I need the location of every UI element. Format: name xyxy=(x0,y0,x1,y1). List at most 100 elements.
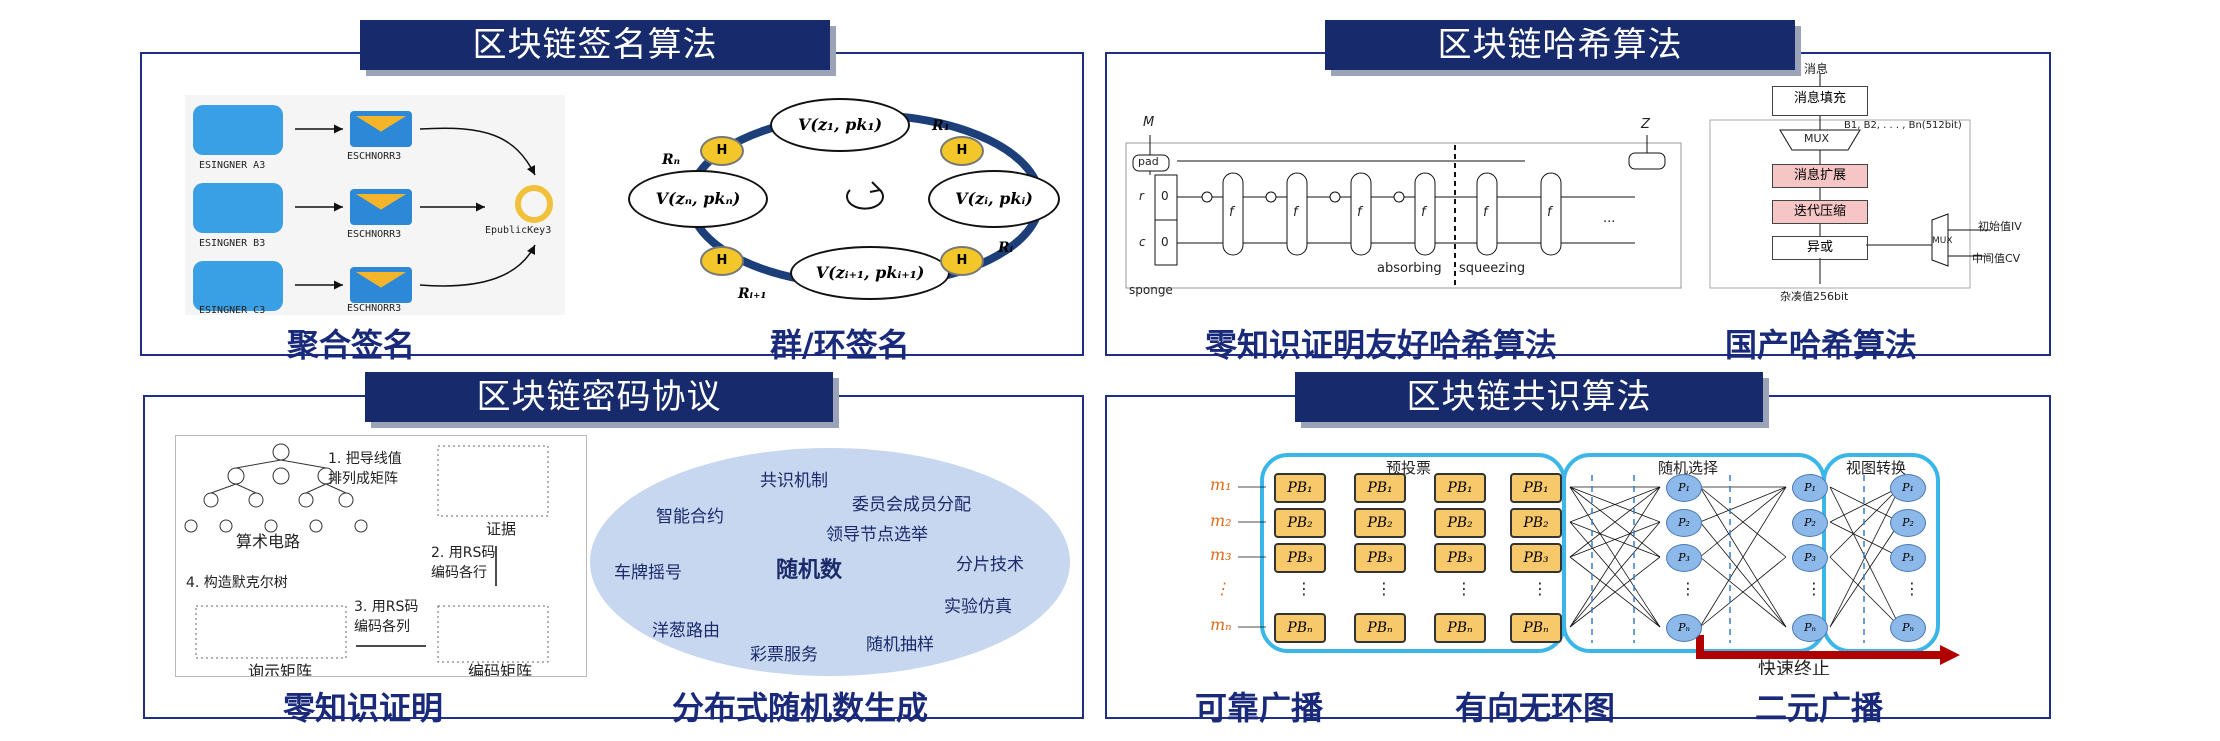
hash-node-top-right: H xyxy=(940,136,984,166)
pb-c2-dots: ⋮ xyxy=(1376,579,1392,598)
signature-title: 区块链签名算法 xyxy=(360,20,830,70)
sponge-f-6: f xyxy=(1547,205,1552,220)
sponge-pad-label: pad xyxy=(1138,155,1159,168)
pb-c3-r3: PB₃ xyxy=(1434,543,1486,573)
caption-ring-signature: 群/环签名 xyxy=(770,326,910,364)
pb-c1-rn: PBₙ xyxy=(1274,613,1326,643)
zk-step3: 3. 用RS码 编码各列 xyxy=(354,599,419,635)
crypto-title: 区块链密码协议 xyxy=(365,372,833,422)
pb-c3-r1: PB₁ xyxy=(1434,473,1486,503)
ring-node-i-plus-1: V(zᵢ₊₁, pkᵢ₊₁) xyxy=(790,246,950,300)
squeezing-label: squeezing xyxy=(1459,261,1526,276)
random-item-sampling: 随机抽样 xyxy=(866,635,934,655)
signer-a-avatar-icon xyxy=(193,105,283,155)
caption-reliable-broadcast: 可靠广播 xyxy=(1195,689,1324,727)
sm3-figure: 消息 消息填充 B1, B2, . . . , Bn(512bit) MUX 消… xyxy=(1700,60,2030,310)
sponge-z-label: Z xyxy=(1641,117,1650,132)
schnorr-c-label: ESCHNORR3 xyxy=(347,303,402,314)
sponge-c-label: c xyxy=(1139,235,1146,249)
pb-c2-r2: PB₂ xyxy=(1354,508,1406,538)
caption-dag: 有向无环图 xyxy=(1455,689,1616,727)
r1-label: R₁ xyxy=(932,118,950,134)
signer-c-label: ESINGNER C3 xyxy=(199,305,266,315)
ring-signature-figure: V(z₁, pk₁) V(zᵢ, pkᵢ) V(zᵢ₊₁, pkᵢ₊₁) V(z… xyxy=(620,90,1070,310)
sponge-label: sponge xyxy=(1129,283,1173,297)
sponge-f-3: f xyxy=(1357,205,1362,220)
caption-binary-broadcast: 二元广播 xyxy=(1755,689,1884,727)
sponge-zero-r: 0 xyxy=(1161,189,1169,203)
p-c3-dots: ⋮ xyxy=(1904,579,1920,598)
sm3-xor-box: 异或 xyxy=(1772,236,1868,260)
rn-label: Rₙ xyxy=(662,152,681,168)
caption-zero-knowledge: 零知识证明 xyxy=(283,689,444,727)
stage-prevote-label: 预投票 xyxy=(1386,459,1432,477)
signer-b-label: ESINGNER B3 xyxy=(199,238,266,249)
random-item-leader-election: 领导节点选举 xyxy=(826,525,928,545)
signer-a-label: ESINGNER A3 xyxy=(199,160,266,171)
sponge-f-4: f xyxy=(1421,205,1426,220)
pb-c4-r2: PB₂ xyxy=(1510,508,1562,538)
sponge-f-1: f xyxy=(1229,205,1234,220)
public-key-label: EpublicKey3 xyxy=(485,225,552,236)
hash-title: 区块链哈希算法 xyxy=(1325,20,1795,70)
sponge-dots: ... xyxy=(1603,211,1616,226)
random-item-lottery: 彩票服务 xyxy=(750,645,818,665)
random-item-committee: 委员会成员分配 xyxy=(852,495,971,515)
pb-c1-r2: PB₂ xyxy=(1274,508,1326,538)
envelope-a-icon xyxy=(350,111,412,147)
sponge-diagram xyxy=(1125,135,1682,289)
zk-encoded: 编码矩阵 xyxy=(468,662,533,677)
stage-random-label: 随机选择 xyxy=(1658,459,1719,477)
p-c3-r3: P₃ xyxy=(1890,544,1926,572)
random-item-smart-contract: 智能合约 xyxy=(656,507,724,527)
random-item-consensus: 共识机制 xyxy=(760,471,828,491)
m-label-2: m₂ xyxy=(1210,511,1232,530)
caption-sm3-hash: 国产哈希算法 xyxy=(1725,326,1918,364)
hash-node-top-left: H xyxy=(700,136,744,166)
sm3-msg: 消息 xyxy=(1804,62,1829,76)
random-item-onion-routing: 洋葱路由 xyxy=(652,621,720,641)
ring-node-1: V(z₁, pk₁) xyxy=(770,98,910,152)
pb-c3-rn: PBₙ xyxy=(1434,613,1486,643)
sm3-mux2: MUX xyxy=(1932,236,1953,246)
sm3-compress-box: 迭代压缩 xyxy=(1772,200,1868,224)
p-c1-r3: P₃ xyxy=(1666,544,1702,572)
m-label-1: m₁ xyxy=(1210,475,1232,494)
hash-node-bottom-right: H xyxy=(940,246,984,276)
stage-view-label: 视图转换 xyxy=(1846,459,1907,477)
pb-c1-r3: PB₃ xyxy=(1274,543,1326,573)
m-label-dots: ⋮ xyxy=(1214,579,1230,598)
p-c2-rn: Pₙ xyxy=(1792,614,1828,642)
random-item-lottery-plate: 车牌摇号 xyxy=(614,563,682,583)
random-number-figure: 随机数 共识机制 委员会成员分配 智能合约 领导节点选举 分片技术 车牌摇号 实… xyxy=(590,440,1070,680)
signer-b-avatar-icon xyxy=(193,183,283,233)
ri-label: Rᵢ xyxy=(998,240,1013,256)
pb-c3-r2: PB₂ xyxy=(1434,508,1486,538)
random-item-simulation: 实验仿真 xyxy=(944,597,1012,617)
p-c2-dots: ⋮ xyxy=(1806,579,1822,598)
key-icon xyxy=(515,185,553,223)
hash-node-bottom-left: H xyxy=(700,246,744,276)
zk-proof: 证据 xyxy=(486,520,517,538)
m-label-3: m₃ xyxy=(1210,545,1232,564)
sponge-f-2: f xyxy=(1293,205,1298,220)
zk-step1: 1. 把导线值 排列成矩阵 xyxy=(328,451,402,487)
p-c1-r2: P₂ xyxy=(1666,509,1702,537)
ring-node-i: V(zᵢ, pkᵢ) xyxy=(928,170,1060,228)
zk-challenge: 询示矩阵 xyxy=(248,662,313,677)
sm3-cv: 中间值CV xyxy=(1972,252,2021,265)
sponge-r-label: r xyxy=(1139,189,1144,203)
random-ellipse xyxy=(590,448,1070,676)
pb-c1-r1: PB₁ xyxy=(1274,473,1326,503)
p-c2-r3: P₃ xyxy=(1792,544,1828,572)
schnorr-a-label: ESCHNORR3 xyxy=(347,151,402,162)
zk-circuit: 算术电路 xyxy=(236,532,301,551)
p-c1-r1: P₁ xyxy=(1666,474,1702,502)
aggregate-signature-figure: ESINGNER A3 ESINGNER B3 ESINGNER C3 ESCH… xyxy=(185,95,565,315)
sponge-f-5: f xyxy=(1483,205,1488,220)
caption-zk-friendly-hash: 零知识证明友好哈希算法 xyxy=(1205,326,1558,364)
envelope-c-icon xyxy=(350,267,412,303)
zk-proof-figure: 1. 把导线值 排列成矩阵 算术电路 证据 2. 用RS码 编码各行 4. 构造… xyxy=(175,435,587,677)
envelope-b-icon xyxy=(350,189,412,225)
pb-c4-rn: PBₙ xyxy=(1510,613,1562,643)
